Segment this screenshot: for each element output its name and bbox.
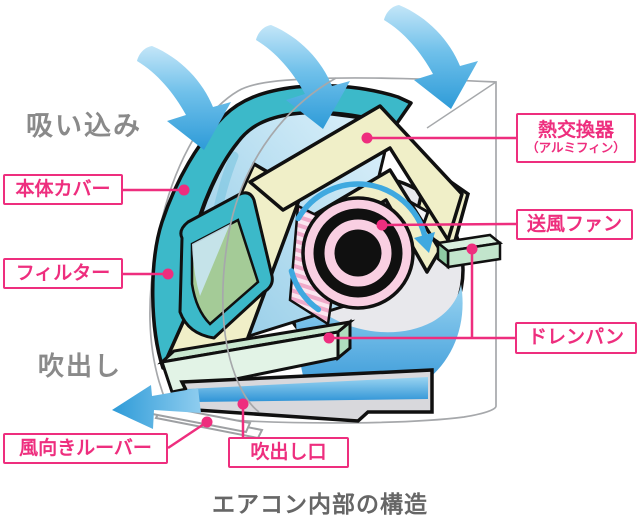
label-outlet-text: 吹出し口	[250, 440, 327, 463]
dot-outlet	[237, 398, 249, 410]
heat-exchanger-outer	[248, 104, 464, 242]
dot-drain-pan-left	[323, 332, 335, 344]
label-body-cover: 本体カバー	[3, 174, 123, 205]
label-heat-exchanger-sub: （アルミフィン）	[526, 139, 626, 155]
label-drain-pan-text: ドレンパン	[528, 326, 624, 349]
dot-body-cover	[178, 184, 190, 196]
dot-louver	[201, 416, 213, 428]
intake-arrow-3	[384, 5, 478, 109]
label-outlet: 吹出し口	[228, 437, 349, 468]
intake-arrow-1	[137, 46, 231, 150]
outflow-arrow	[112, 385, 201, 429]
front-panel-edge-line	[221, 77, 337, 413]
filter-highlight	[192, 224, 230, 296]
dot-filter	[162, 268, 174, 280]
label-louver-text: 風向きルーバー	[19, 436, 152, 459]
label-fan-text: 送風ファン	[526, 212, 622, 235]
label-heat-exchanger: 熱交換器 （アルミフィン）	[516, 113, 636, 163]
intake-text: 吸い込み	[26, 111, 142, 142]
intake-arrow-2	[256, 25, 350, 129]
dot-fan	[376, 219, 388, 231]
label-louver: 風向きルーバー	[3, 433, 168, 464]
leader-drain-pan	[329, 249, 515, 340]
label-drain-pan: ドレンパン	[515, 322, 637, 354]
leader-louver	[167, 420, 208, 450]
label-fan: 送風ファン	[516, 209, 633, 240]
leader-fan	[381, 222, 517, 227]
leader-lines	[123, 136, 517, 450]
label-body-cover-text: 本体カバー	[15, 177, 111, 200]
casing-corner-line	[426, 81, 497, 129]
dot-heat-exchanger	[361, 132, 373, 144]
label-filter: フィルター	[3, 258, 123, 289]
drain-pan-bar	[157, 318, 356, 394]
blower-fan	[301, 196, 415, 310]
diagram-title: エアコン内部の構造	[212, 492, 428, 518]
outlet-airflow	[187, 377, 428, 402]
dot-drain-pan-right	[466, 243, 478, 255]
label-heat-exchanger-text: 熱交換器	[537, 119, 614, 142]
leader-dots	[162, 132, 478, 428]
drain-pan-right-box	[434, 233, 504, 270]
blowout-text: 吹出し	[38, 352, 123, 382]
fan-rotation-arrow	[288, 181, 435, 313]
label-filter-text: フィルター	[15, 261, 111, 284]
